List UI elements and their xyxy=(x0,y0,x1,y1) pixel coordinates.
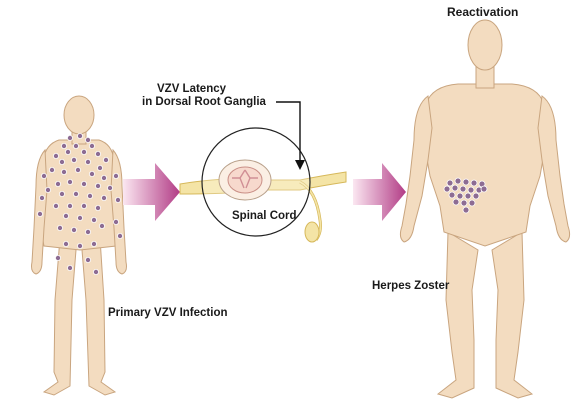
vesicle-lesion-icon xyxy=(85,228,92,235)
vesicle-lesion-icon xyxy=(53,152,60,159)
vesicle-lesion-icon xyxy=(117,232,124,239)
adult-figure xyxy=(399,19,571,399)
progression-arrow-2 xyxy=(353,163,406,221)
vesicle-lesion-icon xyxy=(107,184,114,191)
vesicle-lesion-icon xyxy=(71,226,78,233)
vesicle-lesion-icon xyxy=(95,150,102,157)
vesicle-lesion-icon xyxy=(67,264,74,271)
vesicle-lesion-icon xyxy=(57,224,64,231)
zoster-lesion-icon xyxy=(443,185,451,193)
zoster-lesion-icon xyxy=(452,198,460,206)
vesicle-lesion-icon xyxy=(103,156,110,163)
vesicle-lesion-icon xyxy=(97,164,104,171)
zoster-lesion-icon xyxy=(448,191,456,199)
zoster-lesion-icon xyxy=(462,178,470,186)
vesicle-lesion-icon xyxy=(39,194,46,201)
vesicle-lesion-icon xyxy=(73,142,80,149)
vesicle-lesion-icon xyxy=(59,190,66,197)
zoster-lesion-icon xyxy=(456,192,464,200)
zoster-lesion-icon xyxy=(467,186,475,194)
progression-arrow-1 xyxy=(123,163,180,221)
vesicle-lesion-icon xyxy=(63,212,70,219)
vesicle-lesion-icon xyxy=(73,190,80,197)
vesicle-lesion-icon xyxy=(45,186,52,193)
zoster-lesion-icon xyxy=(454,177,462,185)
zoster-lesion-icon xyxy=(462,206,470,214)
vesicle-lesion-icon xyxy=(113,218,120,225)
spinal-cord-cross-section xyxy=(179,101,347,243)
zoster-lesion-icon xyxy=(451,184,459,192)
vesicle-lesion-icon xyxy=(61,168,68,175)
spinal-cord-label: Spinal Cord xyxy=(232,210,297,222)
zoster-lesion-icon xyxy=(446,179,454,187)
vesicle-lesion-icon xyxy=(49,166,56,173)
child-figure xyxy=(31,95,127,396)
vesicle-lesion-icon xyxy=(71,156,78,163)
vesicle-lesion-icon xyxy=(89,170,96,177)
zoster-lesion-icon xyxy=(459,185,467,193)
vesicle-lesion-icon xyxy=(101,174,108,181)
vesicle-lesion-icon xyxy=(87,192,94,199)
zoster-lesion-icon xyxy=(464,192,472,200)
vesicle-lesion-icon xyxy=(81,180,88,187)
zoster-lesion-icon xyxy=(470,179,478,187)
vesicle-lesion-icon xyxy=(91,216,98,223)
vesicle-lesion-icon xyxy=(85,158,92,165)
vesicle-lesion-icon xyxy=(95,204,102,211)
vesicle-lesion-icon xyxy=(53,202,60,209)
zoster-lesion-icon xyxy=(480,185,488,193)
vesicle-lesion-icon xyxy=(77,214,84,221)
zoster-lesion-icon xyxy=(468,199,476,207)
vesicle-lesion-icon xyxy=(37,210,44,217)
vesicle-lesion-icon xyxy=(67,202,74,209)
vesicle-lesion-icon xyxy=(77,242,84,249)
latency-label-line1: VZV Latency xyxy=(157,83,227,95)
zoster-lesion-icon xyxy=(472,192,480,200)
reactivation-label: Reactivation xyxy=(447,5,519,19)
vesicle-lesion-icon xyxy=(61,142,68,149)
vesicle-lesion-icon xyxy=(85,136,92,143)
vesicle-lesion-icon xyxy=(99,222,106,229)
vesicle-lesion-icon xyxy=(85,256,92,263)
vesicle-lesion-icon xyxy=(63,240,70,247)
vesicle-lesion-icon xyxy=(65,148,72,155)
vesicle-lesion-icon xyxy=(89,142,96,149)
primary-infection-label: Primary VZV Infection xyxy=(108,307,228,319)
vesicle-lesion-icon xyxy=(93,268,100,275)
vesicle-lesion-icon xyxy=(81,202,88,209)
vesicle-lesion-icon xyxy=(41,172,48,179)
vesicle-lesion-icon xyxy=(55,254,62,261)
vesicle-lesion-icon xyxy=(67,134,74,141)
vesicle-lesion-icon xyxy=(55,180,62,187)
vesicle-lesion-icon xyxy=(81,148,88,155)
vesicle-lesion-icon xyxy=(67,178,74,185)
latency-label-line2: in Dorsal Root Ganglia xyxy=(142,96,266,108)
vesicle-lesion-icon xyxy=(59,158,66,165)
vesicle-lesion-group xyxy=(37,132,488,275)
vesicle-lesion-icon xyxy=(113,172,120,179)
vesicle-lesion-icon xyxy=(95,182,102,189)
vesicle-lesion-icon xyxy=(91,240,98,247)
vesicle-lesion-icon xyxy=(77,132,84,139)
vesicle-lesion-icon xyxy=(115,196,122,203)
zoster-lesion-icon xyxy=(460,199,468,207)
herpes-zoster-label: Herpes Zoster xyxy=(372,280,450,292)
vesicle-lesion-icon xyxy=(101,194,108,201)
vesicle-lesion-icon xyxy=(75,166,82,173)
